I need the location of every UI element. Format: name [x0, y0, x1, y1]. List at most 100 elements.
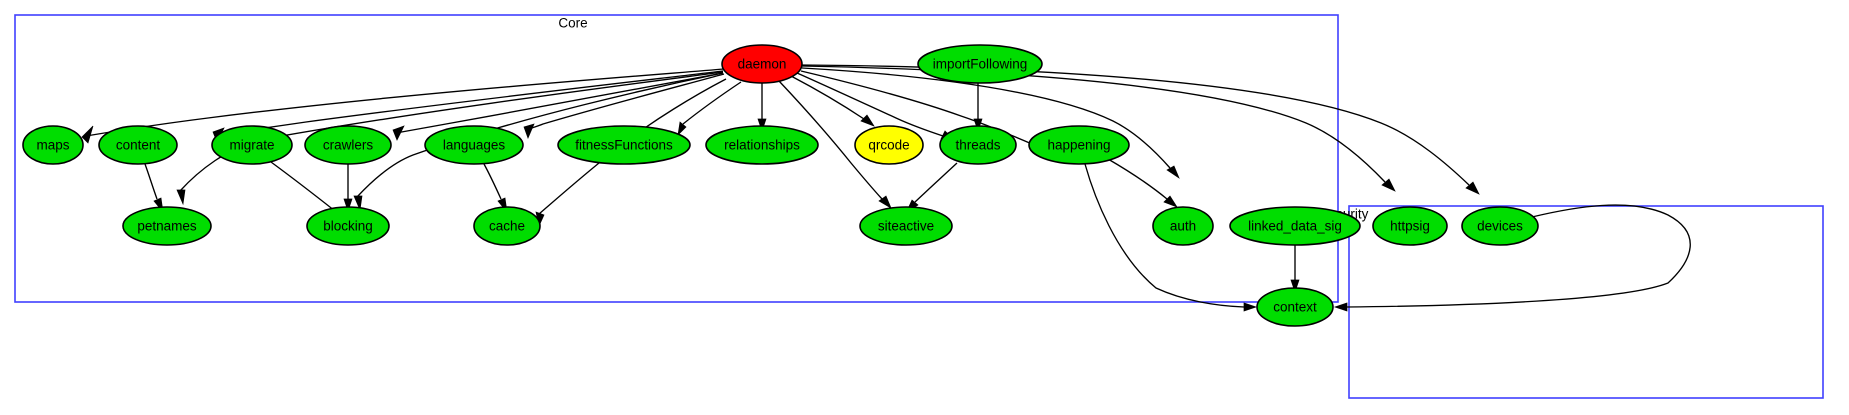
cluster-border-security — [1348, 205, 1824, 399]
edge-line — [144, 163, 158, 200]
node-label-languages: languages — [443, 138, 506, 153]
cluster-border-core — [14, 14, 1339, 303]
cluster-layer: CoreSecurity — [14, 14, 1824, 399]
node-qrcode[interactable]: qrcode — [854, 125, 924, 165]
node-shape-content[interactable] — [98, 125, 178, 165]
node-cache[interactable]: cache — [473, 206, 541, 246]
node-shape-blocking[interactable] — [306, 206, 390, 246]
node-content[interactable]: content — [98, 125, 178, 165]
node-shape-daemon[interactable] — [721, 44, 803, 84]
node-petnames[interactable]: petnames — [122, 206, 212, 246]
node-crawlers[interactable]: crawlers — [304, 125, 392, 165]
node-shape-auth[interactable] — [1152, 206, 1214, 246]
node-shape-fitnessFunctions[interactable] — [557, 125, 691, 165]
node-label-siteactive: siteactive — [878, 219, 934, 234]
edge-daemon-to-auth — [801, 67, 1180, 179]
edge-line — [914, 162, 958, 203]
node-label-threads: threads — [955, 138, 1000, 153]
node-shape-languages[interactable] — [424, 125, 524, 165]
node-auth[interactable]: auth — [1152, 206, 1214, 246]
edge-line — [801, 64, 1470, 186]
node-shape-maps[interactable] — [22, 125, 84, 165]
edge-arrowhead-icon — [176, 189, 186, 206]
edge-languages-to-cache — [483, 163, 508, 214]
edge-arrowhead-icon — [1381, 178, 1396, 192]
edge-content-to-petnames — [144, 163, 164, 214]
edge-line — [483, 163, 502, 200]
edge-line — [778, 80, 883, 200]
edge-devices-to-context — [1333, 204, 1691, 312]
edge-line — [525, 73, 725, 131]
node-devices[interactable]: devices — [1461, 206, 1539, 246]
edge-daemon-to-languages — [523, 73, 725, 139]
edge-daemon-to-httpsig — [801, 65, 1396, 192]
node-shape-linked_data_sig[interactable] — [1229, 206, 1361, 246]
node-label-relationships: relationships — [724, 138, 800, 153]
edge-arrowhead-icon — [81, 125, 94, 144]
node-shape-httpsig[interactable] — [1372, 206, 1448, 246]
node-linked_data_sig[interactable]: linked_data_sig — [1229, 206, 1361, 246]
node-daemon[interactable]: daemon — [721, 44, 803, 84]
edge-arrowhead-icon — [677, 121, 687, 137]
edge-arrowhead-icon — [1243, 302, 1258, 312]
node-label-qrcode: qrcode — [868, 138, 909, 153]
node-shape-relationships[interactable] — [705, 125, 819, 165]
edge-arrowhead-icon — [1166, 165, 1180, 179]
node-siteactive[interactable]: siteactive — [859, 206, 953, 246]
edge-line — [801, 67, 1171, 169]
node-layer: daemon importFollowing maps content migrate c… — [22, 44, 1539, 327]
node-relationships[interactable]: relationships — [705, 125, 819, 165]
node-shape-threads[interactable] — [939, 125, 1017, 165]
node-shape-qrcode[interactable] — [854, 125, 924, 165]
edge-daemon-to-qrcode — [790, 75, 875, 127]
node-fitnessFunctions[interactable]: fitnessFunctions — [557, 125, 691, 165]
edge-arrowhead-icon — [1465, 181, 1480, 195]
node-label-blocking: blocking — [323, 219, 373, 234]
node-label-devices: devices — [1477, 219, 1523, 234]
edge-arrowhead-icon — [973, 118, 983, 133]
node-label-daemon: daemon — [738, 57, 787, 72]
node-threads[interactable]: threads — [939, 125, 1017, 165]
edge-threads-to-siteactive — [905, 162, 958, 214]
edge-line — [682, 81, 742, 125]
node-languages[interactable]: languages — [424, 125, 524, 165]
node-blocking[interactable]: blocking — [306, 206, 390, 246]
edge-layer — [81, 64, 1691, 312]
edge-daemon-to-crawlers — [392, 72, 724, 141]
node-shape-migrate[interactable] — [211, 125, 293, 165]
edge-line — [1107, 158, 1168, 200]
node-label-httpsig: httpsig — [1390, 219, 1430, 234]
node-shape-petnames[interactable] — [122, 206, 212, 246]
edge-line — [790, 75, 865, 120]
node-label-migrate: migrate — [229, 138, 274, 153]
node-maps[interactable]: maps — [22, 125, 84, 165]
node-context[interactable]: context — [1256, 287, 1334, 327]
node-label-importFollowing: importFollowing — [933, 57, 1028, 72]
node-shape-cache[interactable] — [473, 206, 541, 246]
edge-line — [801, 65, 1386, 183]
node-label-happening: happening — [1047, 138, 1110, 153]
node-shape-context[interactable] — [1256, 287, 1334, 327]
cluster-core: Core — [14, 14, 1339, 303]
edge-arrowhead-icon — [1333, 302, 1348, 312]
edge-importFollowing-to-threads — [973, 83, 983, 133]
node-happening[interactable]: happening — [1028, 125, 1130, 165]
node-label-linked_data_sig: linked_data_sig — [1248, 219, 1342, 234]
edge-arrowhead-icon — [878, 195, 892, 209]
node-importFollowing[interactable]: importFollowing — [917, 44, 1043, 84]
node-shape-crawlers[interactable] — [304, 125, 392, 165]
edge-crawlers-to-blocking — [343, 164, 353, 213]
node-label-maps: maps — [36, 138, 69, 153]
node-httpsig[interactable]: httpsig — [1372, 206, 1448, 246]
edge-line — [1346, 204, 1691, 308]
node-shape-siteactive[interactable] — [859, 206, 953, 246]
node-label-content: content — [116, 138, 161, 153]
edge-arrowhead-icon — [757, 118, 767, 133]
node-label-cache: cache — [489, 219, 525, 234]
node-shape-happening[interactable] — [1028, 125, 1130, 165]
node-shape-devices[interactable] — [1461, 206, 1539, 246]
edge-daemon-to-siteactive — [778, 80, 892, 209]
node-migrate[interactable]: migrate — [211, 125, 293, 165]
node-shape-importFollowing[interactable] — [917, 44, 1043, 84]
